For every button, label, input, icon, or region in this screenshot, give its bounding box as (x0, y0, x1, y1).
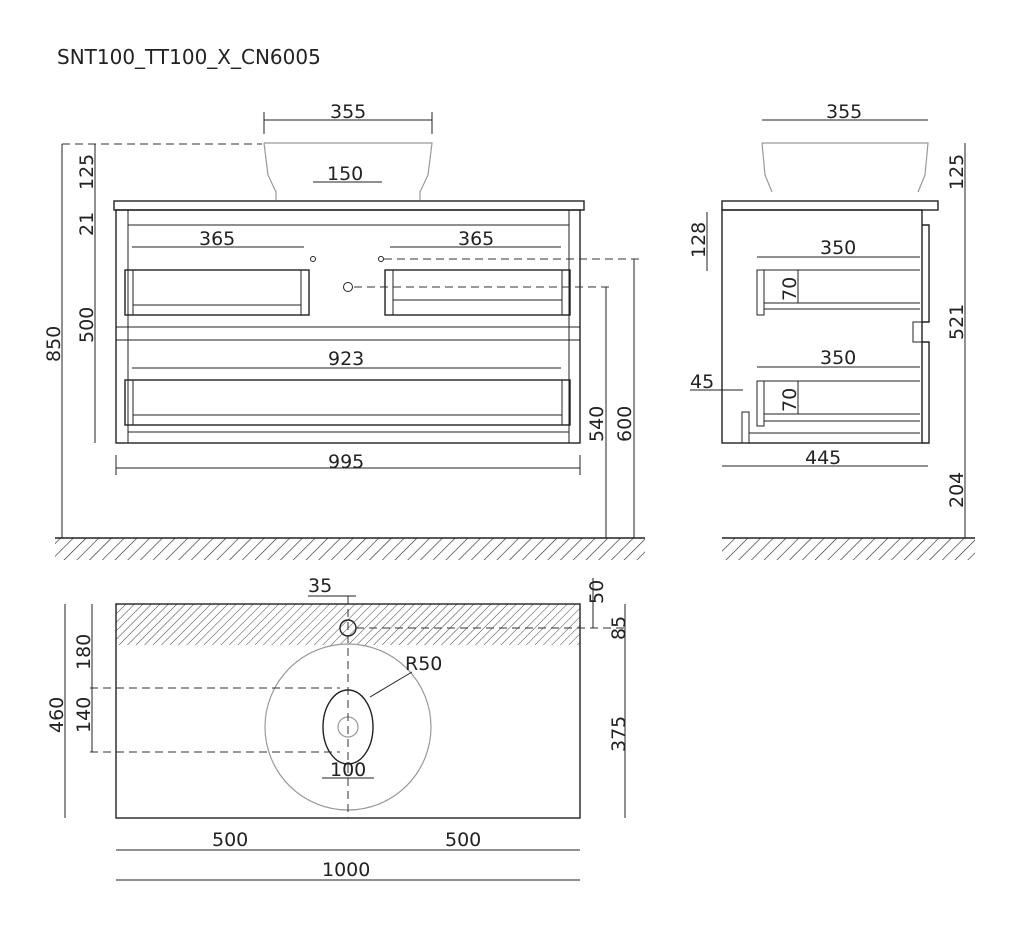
dim-top-offset: 128 (688, 222, 710, 258)
dim-body-height: 500 (76, 307, 98, 343)
dim-body-width: 995 (328, 451, 364, 473)
floor-hatch (55, 538, 645, 560)
dim-drawer-bottom-depth: 350 (820, 347, 856, 369)
dim-side-body-height: 521 (946, 304, 968, 340)
dim-total-width: 1000 (322, 859, 370, 881)
drawer-top-right (384, 269, 571, 316)
drawer-top-left (124, 269, 310, 316)
side-floor-hatch (722, 538, 975, 560)
side-view: 355 125 128 350 70 350 70 45 445 521 204 (688, 101, 975, 560)
dim-tap-height: 600 (614, 406, 636, 442)
dim-basin-height: 125 (76, 154, 98, 190)
dim-drawer-top-height: 70 (779, 277, 801, 301)
front-view: 355 150 365 365 923 995 125 21 500 850 5… (43, 101, 645, 560)
dim-half-right: 500 (445, 829, 481, 851)
basin-outline (263, 142, 433, 200)
dim-drain-oval: 140 (73, 697, 95, 733)
dim-total-height: 850 (43, 326, 65, 362)
dim-top-thickness: 21 (76, 212, 98, 236)
dim-hole-center: 85 (608, 616, 630, 640)
dim-side-basin-width: 355 (826, 101, 862, 123)
countertop (113, 200, 585, 211)
dim-body-depth: 445 (805, 447, 841, 469)
top-view: 35 50 85 R50 180 140 460 375 100 500 500… (46, 575, 630, 881)
dim-drawer-right: 365 (458, 228, 494, 250)
dim-half-left: 500 (212, 829, 248, 851)
dim-drain-width: 150 (327, 163, 363, 185)
side-basin-outline (761, 142, 929, 193)
dim-plinth-offset: 45 (690, 371, 714, 393)
dim-drawer-bottom-height: 70 (779, 388, 801, 412)
dim-total-depth: 460 (46, 697, 68, 733)
dim-drawer-top-depth: 350 (820, 237, 856, 259)
dim-basin-depth: 375 (608, 716, 630, 752)
dim-drain-height: 540 (586, 406, 608, 442)
dim-top-drain-width: 100 (330, 759, 366, 781)
dim-hole-diameter: 35 (308, 575, 332, 597)
drawer-bottom (124, 379, 571, 426)
dim-drawer-left: 365 (199, 228, 235, 250)
dim-side-basin-height: 125 (946, 154, 968, 190)
drawing-title: SNT100_TT100_X_CN6005 (57, 45, 321, 69)
dim-basin-width: 355 (330, 101, 366, 123)
dim-front-zone: 180 (73, 634, 95, 670)
dim-drawer-bottom: 923 (328, 348, 364, 370)
dim-leg-height: 204 (946, 472, 968, 508)
dim-hole-edge: 50 (586, 580, 608, 604)
dim-radius: R50 (405, 653, 442, 675)
